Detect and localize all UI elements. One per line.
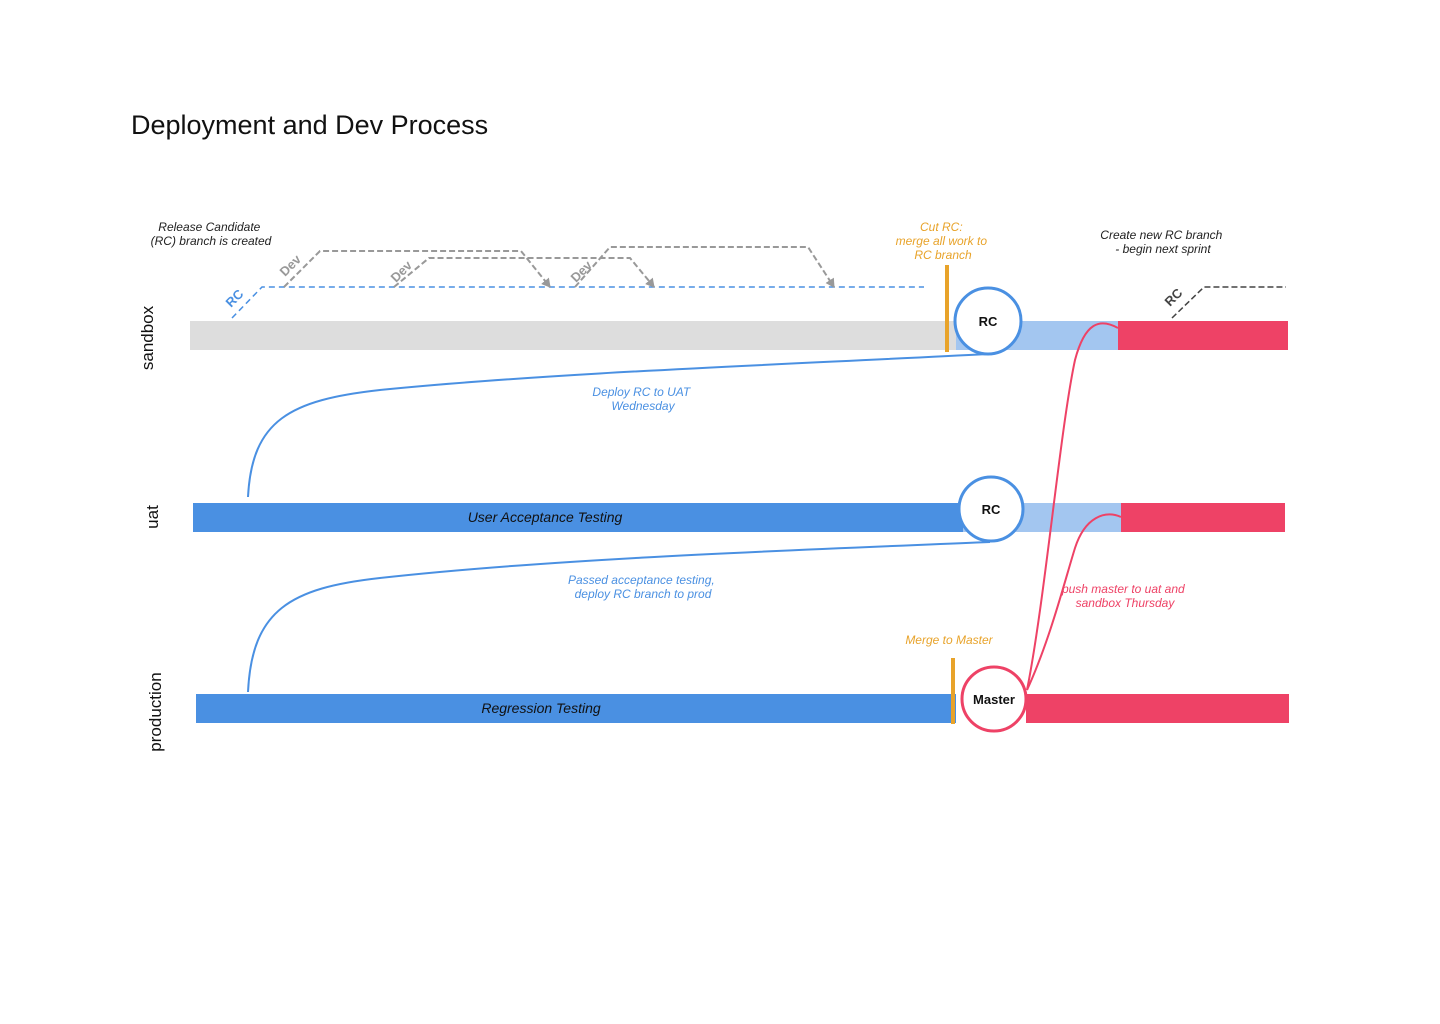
new-rc-branch-line bbox=[1171, 286, 1286, 319]
env-label-uat: uat bbox=[143, 505, 162, 529]
uat-rc-circle bbox=[957, 475, 1025, 543]
env-label-production: production bbox=[146, 672, 165, 751]
dev-branch-3-line bbox=[574, 246, 835, 288]
merge-master-note: Merge to Master bbox=[905, 633, 993, 647]
page-title: Deployment and Dev Process bbox=[131, 110, 488, 140]
uat-bar-label: User Acceptance Testing bbox=[468, 509, 623, 525]
sandbox-rc-circle-label: RC bbox=[979, 314, 998, 329]
sandbox-master-segment bbox=[1118, 321, 1288, 350]
dev-branch-2-tag: Dev bbox=[388, 257, 416, 285]
production-master-circle-label: Master bbox=[973, 692, 1015, 707]
new-rc-note: Create new RC branch - begin next sprint bbox=[1100, 228, 1225, 256]
passed-uat-note: Passed acceptance testing, deploy RC bra… bbox=[568, 573, 718, 601]
rc-branch-line bbox=[231, 286, 924, 319]
push-uat-connector bbox=[1026, 513, 1122, 691]
uat-bar bbox=[193, 503, 963, 532]
push-master-note: push master to uat and sandbox Thursday bbox=[1061, 582, 1188, 610]
dev-branch-3-tag: Dev bbox=[568, 257, 596, 285]
deploy-uat-note: Deploy RC to UAT Wednesday bbox=[592, 385, 693, 413]
production-master-circle bbox=[960, 665, 1028, 733]
dev-branch-1-line bbox=[283, 250, 551, 288]
cut-rc-note: Cut RC: merge all work to RC branch bbox=[896, 220, 991, 262]
env-label-sandbox: sandbox bbox=[138, 305, 157, 370]
sandbox-bar bbox=[190, 321, 956, 350]
uat-master-segment bbox=[1121, 503, 1285, 532]
uat-rc-circle-label: RC bbox=[982, 502, 1001, 517]
production-master-segment bbox=[1026, 694, 1289, 723]
deploy-uat-connector bbox=[247, 353, 989, 498]
dev-branch-2-line bbox=[393, 257, 655, 288]
dev-branch-1-tag: Dev bbox=[277, 251, 305, 279]
new-rc-branch-tag: RC bbox=[1162, 285, 1186, 309]
sandbox-rc-circle bbox=[953, 286, 1023, 356]
rc-branch-tag: RC bbox=[223, 286, 247, 310]
deploy-prod-connector bbox=[247, 541, 991, 693]
production-bar bbox=[196, 694, 956, 723]
rc-created-note: Release Candidate (RC) branch is created bbox=[151, 220, 272, 248]
production-bar-label: Regression Testing bbox=[481, 700, 601, 716]
push-sandbox-connector bbox=[1026, 322, 1119, 691]
